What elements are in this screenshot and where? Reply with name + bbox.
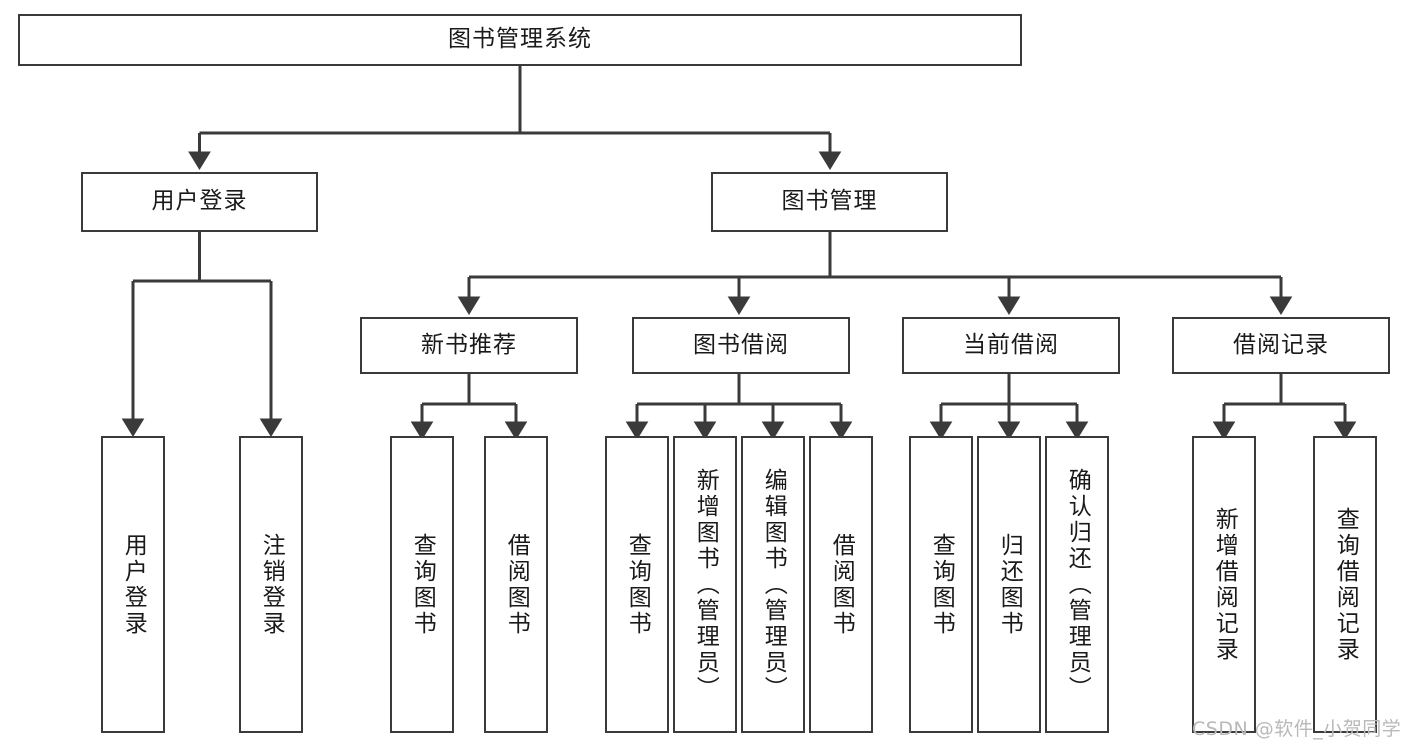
node-user-login-label: 用户登录 (151, 188, 248, 215)
node-leaf-query-record[interactable]: 查询借阅记录 (1313, 436, 1377, 733)
node-leaf-query-record-label: 查询借阅记录 (1332, 506, 1359, 663)
node-borrow-record[interactable]: 借阅记录 (1172, 317, 1390, 374)
node-root[interactable]: 图书管理系统 (18, 14, 1022, 66)
node-leaf-query-book-2-label: 查询图书 (624, 532, 651, 637)
node-book-borrow-label: 图书借阅 (693, 331, 789, 358)
node-leaf-query-book-3[interactable]: 查询图书 (909, 436, 973, 733)
node-leaf-borrow-book-2[interactable]: 借阅图书 (809, 436, 873, 733)
csdn-watermark: CSDN @软件_小贺同学 (1192, 718, 1402, 740)
node-leaf-edit-book[interactable]: 编辑图书（管理员） (741, 436, 805, 733)
node-leaf-logout-login[interactable]: 注销登录 (239, 436, 303, 733)
node-borrow-record-label: 借阅记录 (1233, 331, 1329, 358)
node-new-book-recommend[interactable]: 新书推荐 (360, 317, 578, 374)
node-user-login[interactable]: 用户登录 (81, 172, 318, 232)
node-leaf-borrow-book-2-label: 借阅图书 (828, 532, 855, 637)
node-leaf-add-record-label: 新增借阅记录 (1211, 506, 1238, 663)
node-leaf-add-book-label: 新增图书（管理员） (692, 467, 719, 702)
node-leaf-return-book-label: 归还图书 (996, 532, 1023, 637)
node-leaf-add-book[interactable]: 新增图书（管理员） (673, 436, 737, 733)
node-leaf-user-login[interactable]: 用户登录 (101, 436, 165, 733)
node-book-management-label: 图书管理 (781, 188, 878, 215)
node-leaf-query-book-1[interactable]: 查询图书 (390, 436, 454, 733)
node-leaf-add-record[interactable]: 新增借阅记录 (1192, 436, 1256, 733)
node-book-management[interactable]: 图书管理 (711, 172, 948, 232)
node-root-label: 图书管理系统 (448, 26, 592, 53)
node-leaf-logout-login-label: 注销登录 (258, 532, 285, 637)
node-leaf-confirm-return-label: 确认归还（管理员） (1064, 467, 1091, 702)
node-leaf-borrow-book-1[interactable]: 借阅图书 (484, 436, 548, 733)
node-current-borrow-label: 当前借阅 (963, 331, 1059, 358)
node-book-borrow[interactable]: 图书借阅 (632, 317, 850, 374)
node-leaf-confirm-return[interactable]: 确认归还（管理员） (1045, 436, 1109, 733)
node-new-book-recommend-label: 新书推荐 (421, 331, 517, 358)
node-leaf-query-book-2[interactable]: 查询图书 (605, 436, 669, 733)
node-leaf-query-book-3-label: 查询图书 (928, 532, 955, 637)
node-leaf-edit-book-label: 编辑图书（管理员） (760, 467, 787, 702)
node-leaf-return-book[interactable]: 归还图书 (977, 436, 1041, 733)
node-leaf-user-login-label: 用户登录 (120, 532, 147, 637)
node-leaf-query-book-1-label: 查询图书 (409, 532, 436, 637)
node-leaf-borrow-book-1-label: 借阅图书 (503, 532, 530, 637)
node-current-borrow[interactable]: 当前借阅 (902, 317, 1120, 374)
